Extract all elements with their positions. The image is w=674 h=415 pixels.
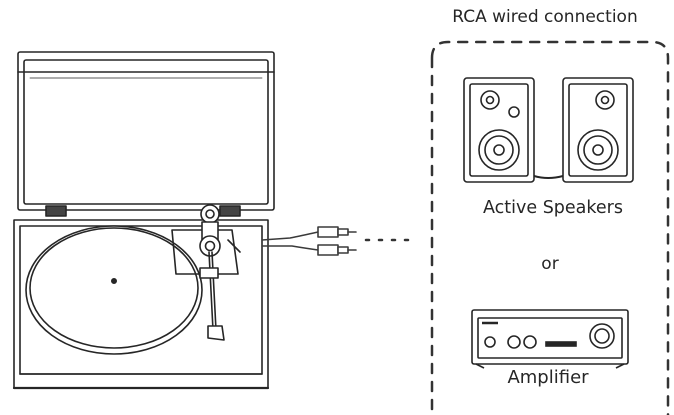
turntable-platter <box>25 225 203 355</box>
lid-hinge-left <box>45 205 67 217</box>
amp-knob-small-3 <box>523 335 537 349</box>
turntable-icon <box>12 51 275 390</box>
amp-knob-small-2 <box>507 335 521 349</box>
amp-knob-small-1 <box>484 336 496 348</box>
headshell <box>207 325 225 341</box>
rca-connection-dashed-box <box>430 40 670 415</box>
rca-wired-connection-label: RCA wired connection <box>452 7 638 27</box>
rca-cable-icon <box>261 226 420 256</box>
tonearm <box>171 204 241 341</box>
amp-display-slot <box>545 341 577 347</box>
turntable-lid <box>17 51 275 211</box>
amplifier-icon <box>471 309 629 369</box>
active-speakers-label: Active Speakers <box>483 198 623 218</box>
spindle <box>111 277 118 284</box>
speaker-link-cable <box>533 175 564 179</box>
speaker-left <box>463 77 535 183</box>
or-label: or <box>541 254 559 274</box>
amp-volume-knob <box>589 323 615 349</box>
speakers-icon <box>463 77 634 183</box>
lid-hinge-right <box>219 205 241 217</box>
tonearm-lift-lever <box>227 239 241 253</box>
speaker-right <box>562 77 634 183</box>
rca-plug-bottom <box>317 244 357 256</box>
amplifier-label: Amplifier <box>507 367 589 388</box>
rca-plug-top <box>317 226 357 238</box>
tonearm-rest <box>199 267 219 279</box>
